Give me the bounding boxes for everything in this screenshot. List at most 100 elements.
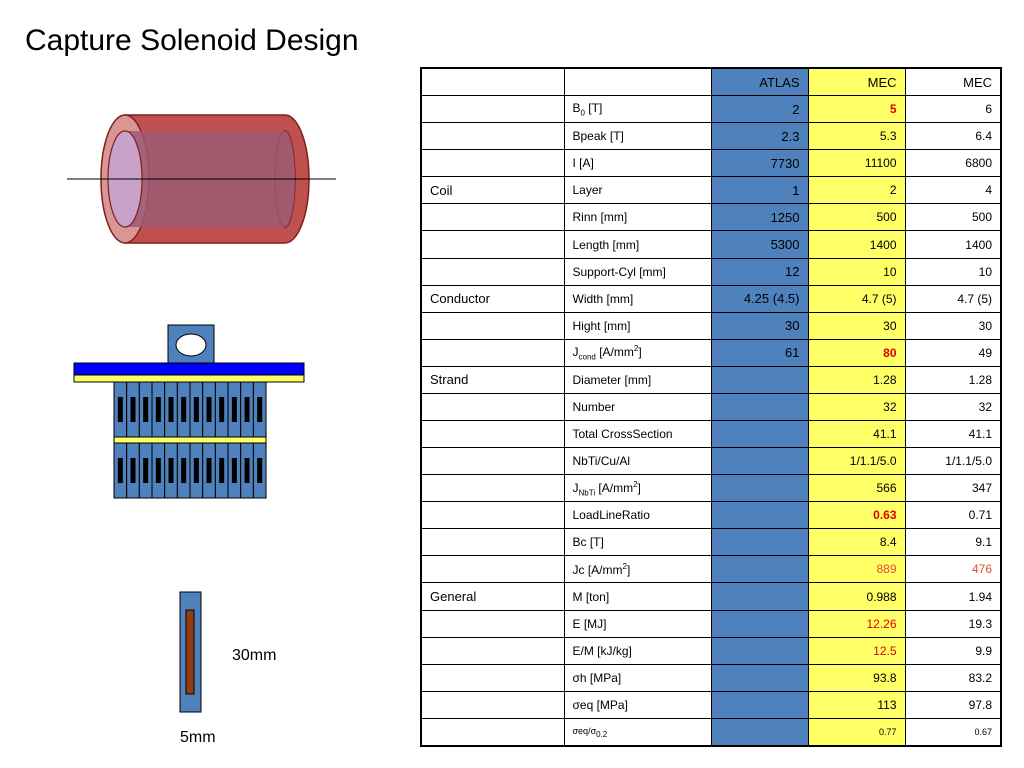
mec-value: 12.26	[807, 609, 906, 638]
param-part: Bpeak [T]	[572, 129, 624, 144]
param-part: Total CrossSection	[572, 427, 673, 442]
category-cell	[420, 203, 565, 232]
mec-value: 8.4	[807, 528, 906, 557]
conductor-core	[130, 458, 136, 483]
category-cell: Strand	[420, 365, 565, 394]
mec-alt-value: 41.1	[904, 420, 1002, 449]
conductor-core	[257, 458, 263, 483]
mec-alt-value: 0.67	[904, 717, 1002, 747]
category-cell	[420, 230, 565, 259]
conductor-core	[231, 458, 237, 483]
atlas-value	[710, 420, 809, 449]
category-cell	[420, 501, 565, 530]
param-part: ]	[637, 480, 641, 495]
param-part: [A/mm	[595, 480, 634, 495]
param-part: [A/mm	[595, 345, 634, 360]
mec-value: 4.7 (5)	[807, 284, 906, 313]
conductor-core	[206, 397, 212, 422]
mec-value: 0.988	[807, 582, 906, 611]
header-atlas: ATLAS	[710, 67, 809, 97]
atlas-value	[710, 663, 809, 692]
table-header-row: ATLAS MEC MEC	[420, 67, 1002, 97]
solenoid-diagrams	[67, 114, 336, 713]
mec-alt-value: 32	[904, 392, 1002, 422]
param-part: B	[572, 100, 581, 115]
conductor-core	[181, 397, 187, 422]
param-part: Diameter [mm]	[572, 372, 652, 387]
parameter-cell: E [MJ]	[563, 609, 712, 638]
category-cell	[420, 447, 565, 476]
parameter-cell: Jc [A/mm2]	[563, 555, 712, 584]
header-mec-alt: MEC	[904, 67, 1002, 97]
category-cell	[420, 636, 565, 665]
coil-cross-section-drawing	[73, 324, 305, 499]
mec-alt-value: 10	[904, 257, 1002, 286]
atlas-value: 30	[710, 311, 809, 340]
atlas-value	[710, 690, 809, 719]
category-cell	[420, 95, 565, 124]
header-cell	[420, 67, 565, 97]
width-dimension-label: 5mm	[180, 729, 216, 746]
parameter-cell: Number	[563, 392, 712, 422]
param-part: Jc [A/mm	[572, 562, 623, 577]
mec-alt-value: 1.28	[904, 365, 1002, 394]
conductor-core	[168, 397, 174, 422]
atlas-value	[710, 392, 809, 422]
atlas-value: 1	[710, 176, 809, 205]
category-cell	[420, 690, 565, 719]
parameter-cell: B0 [T]	[563, 95, 712, 124]
conductor-stack-bottom	[113, 442, 267, 499]
param-part: 0.2	[596, 729, 608, 739]
mec-alt-value: 1400	[904, 230, 1002, 259]
mec-value: 12.5	[807, 636, 906, 665]
param-part: Hight [mm]	[572, 318, 631, 333]
parameter-cell: E/M [kJ/kg]	[563, 636, 712, 665]
category-cell: Coil	[420, 176, 565, 205]
param-part: [T]	[584, 100, 603, 115]
category-cell: Conductor	[420, 284, 565, 313]
mec-value: 0.77	[807, 717, 906, 747]
param-part: 2	[633, 479, 638, 489]
parameter-cell: σh [MPa]	[563, 663, 712, 692]
atlas-value: 12	[710, 257, 809, 286]
atlas-value	[710, 582, 809, 611]
mec-value: 41.1	[807, 420, 906, 449]
mec-alt-value: 30	[904, 311, 1002, 340]
conductor-core	[244, 458, 250, 483]
param-part: Rinn [mm]	[572, 210, 628, 225]
single-conductor-drawing	[179, 591, 202, 713]
atlas-value	[710, 365, 809, 394]
conductor-core	[244, 397, 250, 422]
parameter-cell: JNbTi [A/mm2]	[563, 474, 712, 503]
mec-value: 11100	[807, 149, 906, 178]
param-part: 0	[580, 108, 585, 118]
conductor-core	[130, 397, 136, 422]
param-part: 2	[622, 561, 627, 571]
mec-alt-value: 6800	[904, 149, 1002, 178]
mec-value: 5	[807, 95, 906, 124]
param-part: σeq [MPa]	[572, 697, 628, 712]
conductor-core	[143, 458, 149, 483]
param-part: E/M [kJ/kg]	[572, 643, 632, 658]
atlas-value	[710, 501, 809, 530]
mec-value: 2	[807, 176, 906, 205]
param-part: 2	[633, 344, 639, 354]
height-dimension-label: 30mm	[232, 647, 277, 664]
category-cell: General	[420, 582, 565, 611]
